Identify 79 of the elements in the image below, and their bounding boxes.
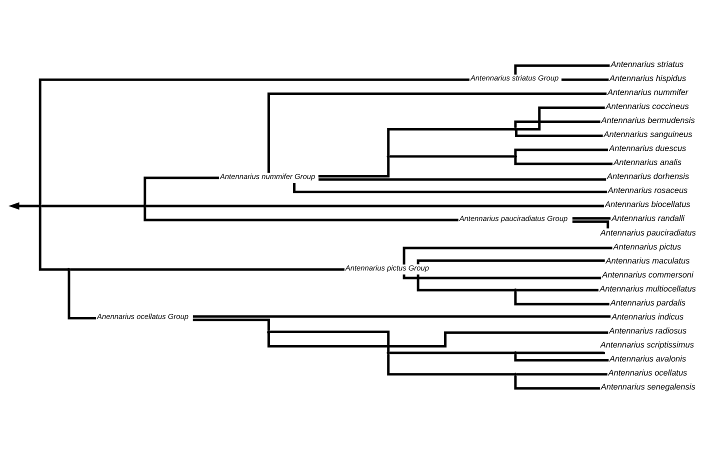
node-text: Antennarius biocellatus <box>604 200 690 209</box>
connector <box>516 350 605 354</box>
connector <box>514 157 612 165</box>
node-point <box>514 288 518 292</box>
connector <box>561 78 609 80</box>
node-point <box>386 154 390 158</box>
connector <box>572 216 611 220</box>
connector <box>146 204 604 207</box>
node-text: Antennarius avalonis <box>610 354 686 364</box>
connector <box>144 206 458 221</box>
connector <box>387 354 514 376</box>
node-text: Antennarius nummifer <box>607 87 688 96</box>
connector <box>267 330 608 347</box>
connector <box>516 372 608 376</box>
node-text: Antennarius scriptissimus <box>600 340 694 349</box>
node-label: Antennarius nummifer Group <box>220 171 316 180</box>
connector <box>402 246 612 264</box>
node-text: Antennarius analis <box>614 158 682 167</box>
node-text: Antennarius radiosus <box>609 326 687 335</box>
connector <box>516 288 598 291</box>
node-text: Antennarius duescus <box>609 144 686 153</box>
node-point <box>386 350 390 354</box>
node-point <box>38 204 42 208</box>
node-label: Antennarius pictus Group <box>345 262 430 272</box>
node-text: Antennarius pardalis <box>610 298 686 307</box>
connector <box>390 351 514 354</box>
node-text: Antennarius pictus <box>613 242 682 251</box>
node-point <box>67 267 70 271</box>
node-point <box>514 372 518 376</box>
node-text: Antennarius multiocellatus <box>600 284 696 293</box>
connector <box>38 78 470 204</box>
node-label: Antennarius striatus Group <box>470 73 559 82</box>
connector <box>68 270 96 319</box>
connector <box>192 318 270 330</box>
connector <box>514 120 600 128</box>
connector <box>70 268 344 270</box>
connector <box>318 157 390 177</box>
node-point <box>267 330 270 334</box>
connector <box>267 92 607 172</box>
connector <box>416 274 514 291</box>
connector <box>192 314 611 318</box>
arrow <box>8 202 39 210</box>
node-point <box>514 154 518 158</box>
connector <box>572 220 610 228</box>
connector <box>515 130 603 137</box>
node-label: Anennarius ocellatus Group <box>97 312 188 321</box>
node-text: Antennarius maculatus <box>606 256 690 265</box>
connector <box>402 274 602 279</box>
node-text: Antennarius dorhensis <box>607 172 690 181</box>
connector <box>514 290 610 305</box>
node-text: Antennarius rosaceus <box>608 186 688 195</box>
connector <box>514 148 608 155</box>
node-text: Antennarius commersoni <box>602 270 694 279</box>
node-text: Antennarius indicus <box>612 312 684 321</box>
node-text: Antennarius striatus <box>610 59 684 68</box>
connector <box>390 154 514 158</box>
connector <box>144 176 220 204</box>
connector <box>416 258 605 264</box>
node-text: Antennarius pauciradiatus <box>600 228 696 237</box>
connector <box>318 178 606 180</box>
node-point <box>514 127 518 130</box>
connector <box>514 354 609 362</box>
node-text: Antennarius senegalensis <box>600 382 696 392</box>
node-text: Antennarius ocellatus <box>608 368 688 378</box>
node-text: Antennarius bermudensis <box>601 116 695 125</box>
connector <box>516 106 605 130</box>
node-label: Antennarius pauciradiatus Group <box>459 213 568 222</box>
node-text: Antennarius randalli <box>612 214 685 223</box>
node-text: Antennarius hispidus <box>610 73 686 82</box>
connector <box>514 64 610 74</box>
connector <box>38 206 68 270</box>
connector <box>387 127 514 154</box>
node-text: Antennarius sanguineus <box>604 130 692 139</box>
connector <box>514 375 600 390</box>
connector <box>41 204 144 207</box>
node-text: Antennarius coccineus <box>606 101 689 110</box>
node-point <box>514 350 518 354</box>
node-point <box>142 204 146 208</box>
connector <box>270 330 390 351</box>
